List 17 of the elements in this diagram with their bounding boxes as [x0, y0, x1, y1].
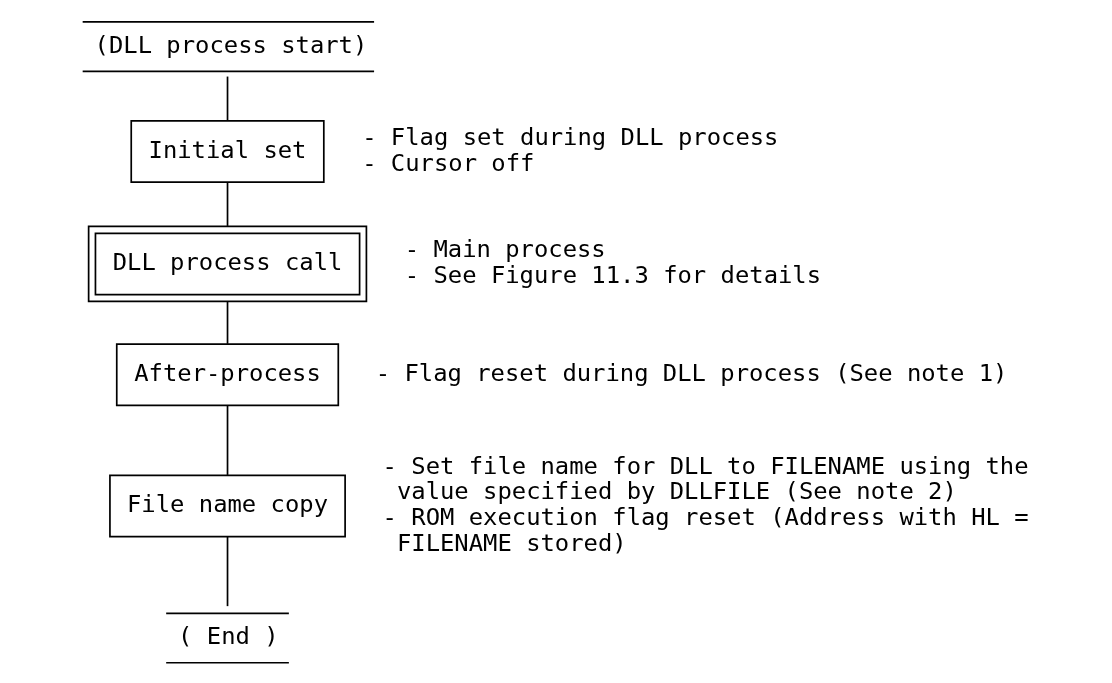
connector	[226, 535, 229, 607]
node-label: - Set file name for DLL to FILENAME using the value specified by DLLFILE (See note 2)	[382, 451, 1029, 506]
node-text: ( End )	[178, 622, 279, 651]
node-box: File name copy	[109, 474, 346, 538]
connector	[226, 404, 229, 476]
connector	[226, 181, 229, 227]
node-label: - Flag reset during DLL process (See note 1)	[375, 359, 1008, 388]
connector	[226, 301, 229, 345]
node-box: After-process	[115, 343, 340, 407]
node-text: (DLL process start)	[94, 30, 368, 59]
node-label: - Main process	[404, 235, 606, 264]
node-label: - Flag set during DLL process	[362, 123, 779, 152]
node-label: - ROM execution flag reset (Address with HL = FILENAME stored)	[382, 503, 1029, 557]
node-box: Initial set	[130, 119, 325, 183]
node-label: - See Figure 11.3 for details	[404, 261, 822, 290]
node-box: DLL process call	[87, 225, 368, 303]
connector	[226, 75, 229, 122]
